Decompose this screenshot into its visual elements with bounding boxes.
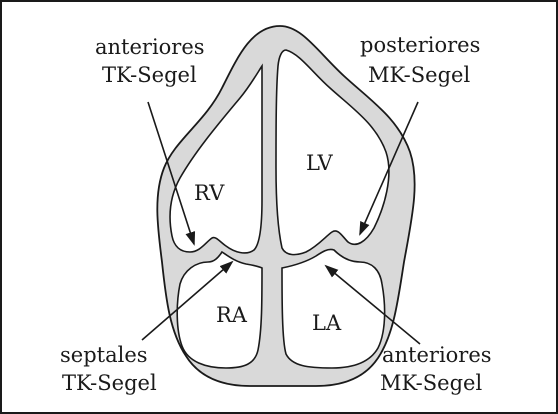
lv-label: LV bbox=[306, 151, 333, 175]
la-label: LA bbox=[312, 311, 342, 335]
label-posterior-mk-line2: MK-Segel bbox=[368, 63, 470, 87]
label-posterior-mk-line1: posteriores bbox=[360, 33, 480, 57]
label-septal-tk-line1: septales bbox=[60, 343, 148, 367]
label-anterior-mk-line2: MK-Segel bbox=[380, 371, 482, 395]
ra-label: RA bbox=[216, 303, 248, 327]
la-chamber bbox=[282, 249, 385, 368]
label-anterior-mk-line1: anteriores bbox=[382, 343, 492, 367]
rv-label: RV bbox=[194, 181, 225, 205]
label-septal-tk-line2: TK-Segel bbox=[62, 371, 157, 395]
label-anterior-tk-line2: TK-Segel bbox=[102, 63, 197, 87]
label-anterior-tk-line1: anteriores bbox=[95, 35, 205, 59]
